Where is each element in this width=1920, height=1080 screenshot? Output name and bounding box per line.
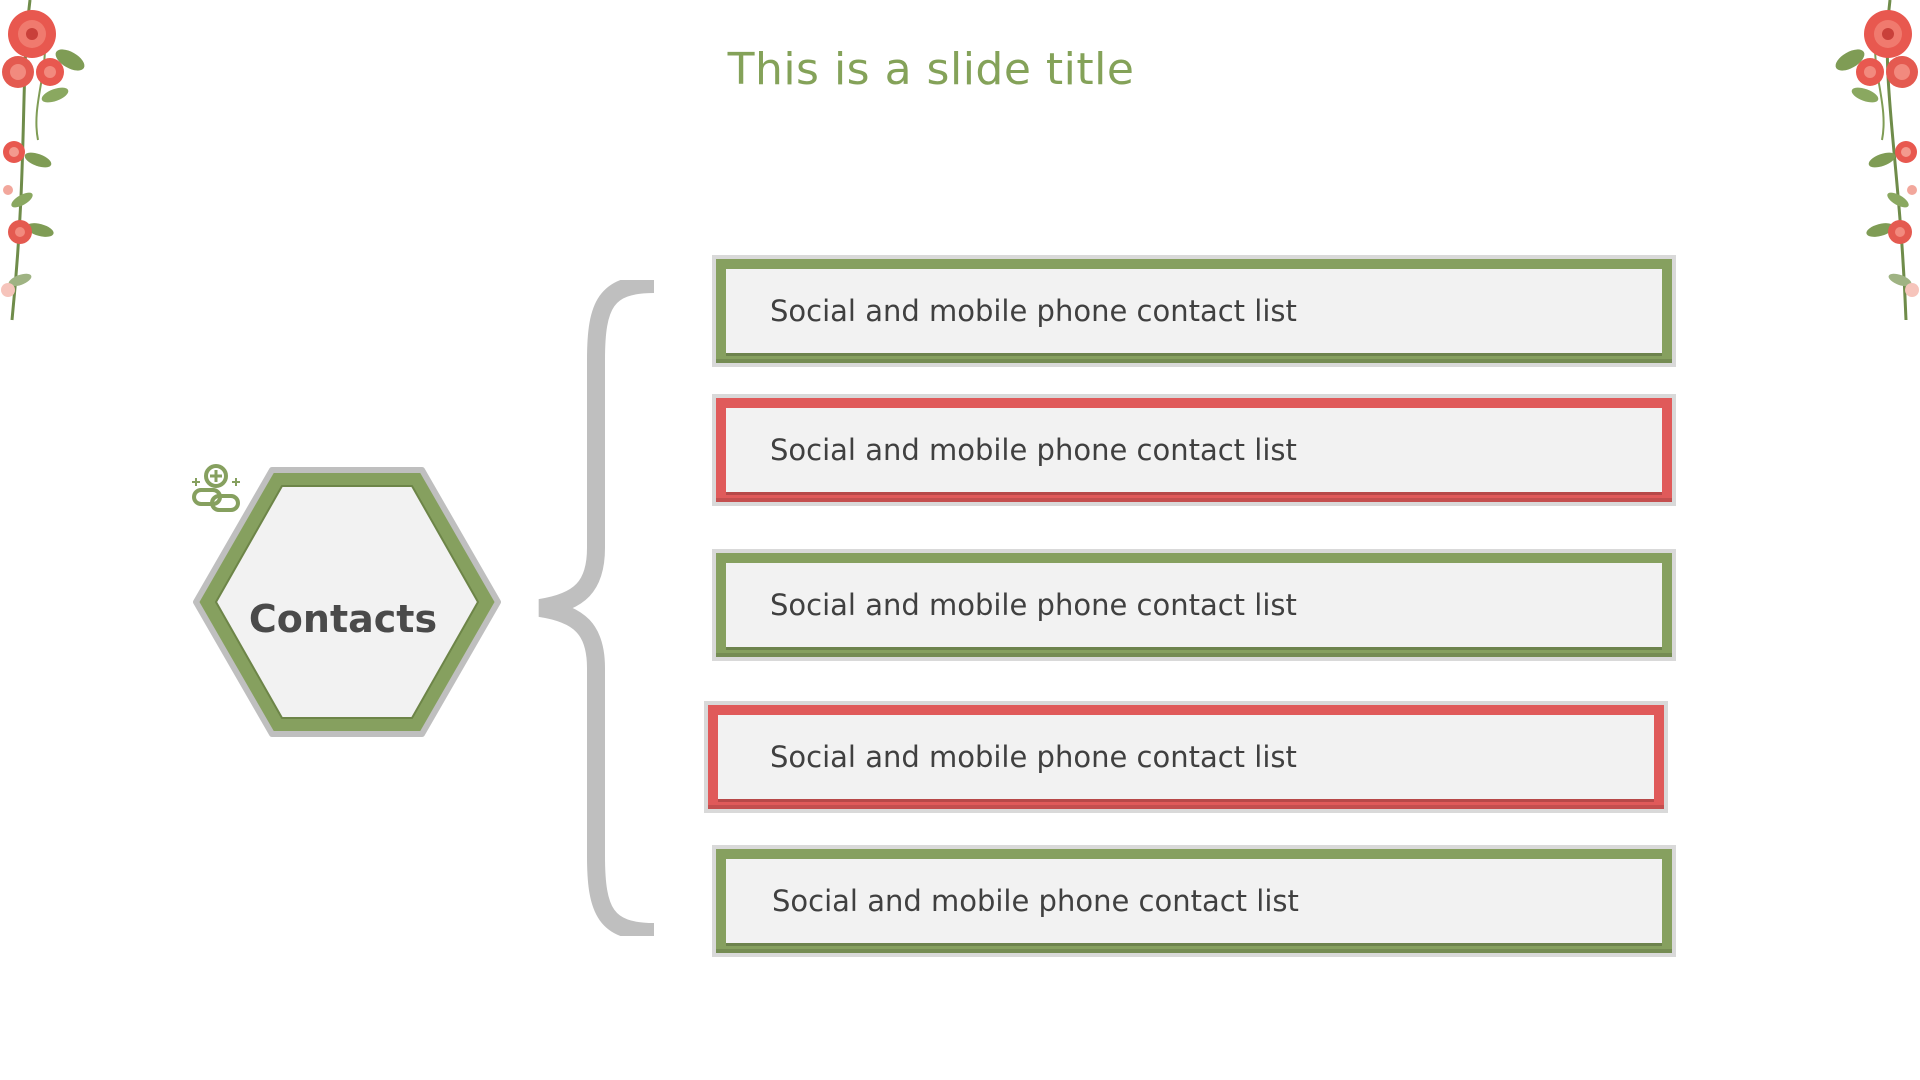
contacts-label: Contacts bbox=[248, 597, 438, 641]
item-border-1: Social and mobile phone contact list bbox=[716, 259, 1672, 363]
item-border-3: Social and mobile phone contact list bbox=[716, 553, 1672, 657]
slide-title: This is a slide title bbox=[727, 44, 1135, 95]
contact-list-item-1: Social and mobile phone contact list bbox=[712, 255, 1676, 367]
contact-list-item-4: Social and mobile phone contact list bbox=[704, 701, 1668, 813]
curly-brace-connector bbox=[538, 280, 655, 936]
contacts-link-icon bbox=[192, 464, 240, 512]
item-text-1: Social and mobile phone contact list bbox=[726, 269, 1662, 353]
hexagon-shape bbox=[193, 467, 501, 737]
item-border-2: Social and mobile phone contact list bbox=[716, 398, 1672, 502]
floral-vine-left-decoration bbox=[1, 0, 85, 321]
floral-vine-right-decoration bbox=[1835, 0, 1919, 321]
item-border-5: Social and mobile phone contact list bbox=[716, 849, 1672, 953]
contact-list-item-2: Social and mobile phone contact list bbox=[712, 394, 1676, 506]
item-border-4: Social and mobile phone contact list bbox=[708, 705, 1664, 809]
item-text-2: Social and mobile phone contact list bbox=[726, 408, 1662, 492]
item-text-5: Social and mobile phone contact list bbox=[726, 859, 1662, 943]
item-text-3: Social and mobile phone contact list bbox=[726, 563, 1662, 647]
contact-list-item-5: Social and mobile phone contact list bbox=[712, 845, 1676, 957]
contact-list-item-3: Social and mobile phone contact list bbox=[712, 549, 1676, 661]
contacts-hexagon: Contacts bbox=[188, 462, 506, 746]
item-text-4: Social and mobile phone contact list bbox=[718, 715, 1654, 799]
